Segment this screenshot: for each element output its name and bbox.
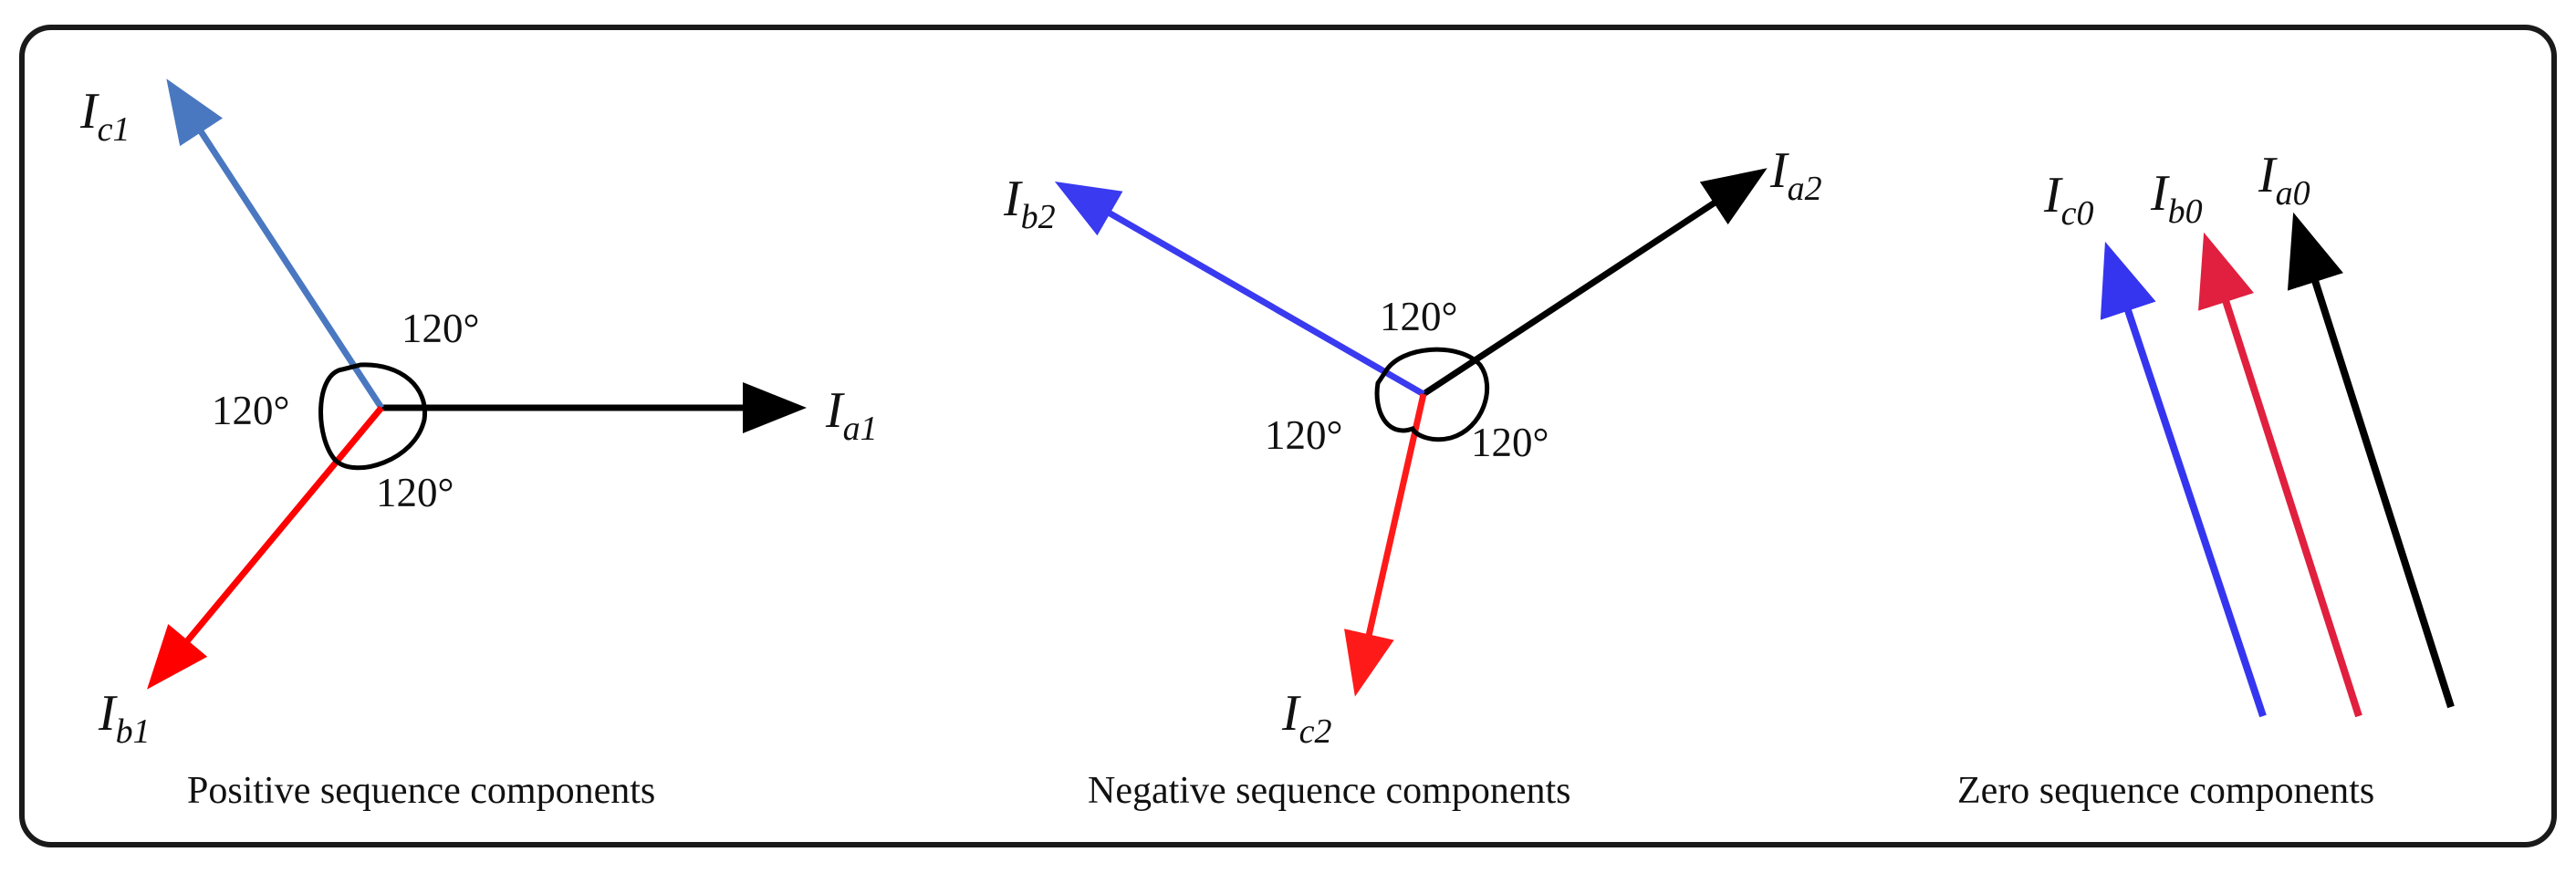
phasor-label-b0: Ib0 [2150,165,2203,231]
angle-label-negative-top: 120° [1380,294,1458,339]
phasor-a2-arrow [1422,168,1768,397]
phasor-c2-arrow [1344,393,1427,697]
positive-sequence-group: 120° 120° 120° Ia1 Ic1 Ib1 Positive sequ… [79,78,878,812]
angle-label-negative-right: 120° [1471,420,1549,465]
phasor-label-a2: Ia2 [1769,142,1822,208]
phasor-b2-arrow [1054,182,1425,398]
caption-negative: Negative sequence components [1088,770,1570,812]
angle-label-positive-left: 120° [212,388,290,433]
phasor-label-c0: Ic0 [2043,167,2094,233]
phasor-b0-arrow [2198,232,2362,718]
phasor-b1-arrow [147,405,384,690]
zero-sequence-group: Ic0 Ib0 Ia0 Zero sequence components [1957,147,2455,812]
phasor-label-b2: Ib2 [1003,171,1056,236]
phasor-label-a1: Ia1 [825,382,878,448]
phasor-label-b1: Ib1 [98,685,151,751]
angle-label-positive-top: 120° [402,306,480,351]
phasor-a0-arrow [2287,212,2455,709]
phasor-label-c1: Ic1 [79,83,130,149]
caption-positive: Positive sequence components [187,770,655,812]
phasor-label-c2: Ic2 [1281,685,1332,751]
angle-label-negative-left: 120° [1265,412,1343,458]
figure-frame [19,25,2557,847]
negative-sequence-group: 120° 120° 120° Ia2 Ib2 Ic2 Negative sequ… [1003,142,1822,812]
caption-zero: Zero sequence components [1957,770,2374,812]
angle-arc-positive [318,362,428,471]
phasor-c0-arrow [2100,241,2267,718]
angle-label-positive-bottom: 120° [376,470,454,515]
phasor-label-a0: Ia0 [2258,147,2310,213]
phasor-c1-arrow [166,78,384,410]
angle-arc-negative [1374,347,1490,442]
